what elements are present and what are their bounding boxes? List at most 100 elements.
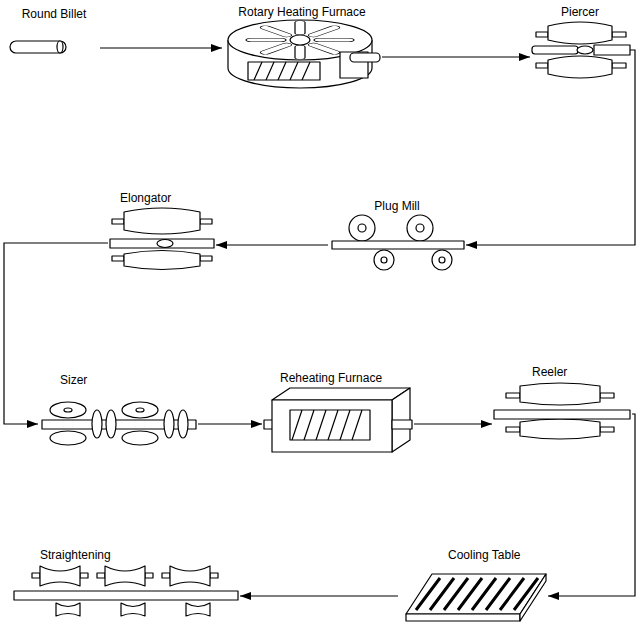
- reeler-drawing-part: [506, 393, 520, 398]
- rotary-furnace-drawing-part: [246, 38, 286, 42]
- sizer-drawing-part: [136, 408, 144, 412]
- sizer-drawing-part: [106, 410, 116, 438]
- straightening-drawing-part: [32, 573, 40, 578]
- round-billet-drawing-part: [10, 41, 66, 53]
- flow-arrow: [240, 595, 398, 596]
- flow-arrow: [216, 244, 328, 245]
- piercer-drawing-part: [536, 32, 548, 37]
- elongator-drawing-part: [112, 256, 124, 261]
- process-station: Rotary Heating Furnace: [222, 2, 382, 90]
- flow-arrow: [548, 414, 635, 596]
- rotary-furnace-drawing-part: [350, 53, 380, 62]
- elongator-drawing-part: [124, 251, 200, 270]
- reheating-furnace-drawing-part: [292, 410, 362, 440]
- elongator-drawing-part: [112, 219, 124, 224]
- station-label: Piercer: [561, 5, 599, 19]
- straightening-drawing-part: [105, 566, 145, 586]
- rotary-furnace-drawing-part: [246, 21, 354, 60]
- piercer-drawing-part: [612, 63, 626, 68]
- reheating-furnace-drawing-part: [272, 400, 392, 452]
- straightening-drawing: [14, 566, 238, 616]
- process-station: Elongator: [108, 188, 216, 274]
- straightening-drawing-part: [186, 603, 210, 616]
- station-label: Plug Mill: [374, 199, 419, 213]
- rotary-furnace-drawing-part: [254, 62, 310, 80]
- flow-arrow: [382, 56, 530, 57]
- round-billet-drawing: [10, 41, 66, 53]
- straightening-drawing-part: [210, 573, 218, 578]
- elongator-drawing-part: [200, 219, 212, 224]
- process-station: Reeler: [492, 362, 632, 444]
- reeler-drawing-part: [520, 383, 600, 405]
- cooling-table-drawing-part: [406, 614, 520, 621]
- piercer-drawing-part: [548, 22, 612, 44]
- flow-arrow: [466, 50, 635, 245]
- rotary-furnace-drawing: [228, 20, 380, 88]
- reheating-furnace-drawing: [264, 388, 412, 452]
- elongator-drawing-part: [157, 240, 173, 248]
- plug-mill-drawing-part: [439, 257, 445, 263]
- straightening-drawing-part: [170, 566, 210, 586]
- rotary-furnace-drawing-part: [258, 42, 293, 55]
- piercer-drawing-part: [612, 32, 626, 37]
- sizer-drawing-part: [122, 431, 158, 445]
- station-label: Elongator: [120, 191, 171, 205]
- station-label: Sizer: [60, 373, 87, 387]
- process-station: Plug Mill: [328, 196, 466, 272]
- reeler-drawing-part: [494, 410, 630, 419]
- plug-mill-drawing-part: [332, 241, 464, 249]
- sizer-drawing-part: [50, 402, 86, 418]
- rotary-furnace-drawing-part: [295, 21, 305, 35]
- piercer-drawing: [532, 22, 630, 78]
- plug-mill-drawing: [332, 215, 464, 270]
- process-station: Reheating Furnace: [262, 368, 414, 456]
- elongator-drawing-part: [124, 208, 200, 234]
- piercer-drawing-part: [577, 46, 593, 54]
- straightening-drawing-part: [97, 573, 105, 578]
- flow-arrow: [4, 243, 108, 424]
- station-label: Straightening: [40, 548, 111, 562]
- cooling-table-drawing: [406, 574, 546, 621]
- straightening-drawing-part: [80, 573, 88, 578]
- piercer-drawing-part: [532, 46, 578, 54]
- piercer-drawing-part: [594, 45, 630, 55]
- elongator-drawing: [110, 208, 214, 270]
- flow-arrow: [100, 47, 222, 48]
- sizer-drawing-part: [164, 410, 174, 438]
- elongator-drawing-part: [200, 256, 212, 261]
- cooling-table-drawing-part: [416, 578, 538, 610]
- reheating-furnace-drawing-part: [392, 420, 412, 429]
- sizer-drawing-part: [92, 410, 102, 438]
- station-label: Cooling Table: [448, 548, 521, 562]
- elongator-drawing-part: [110, 239, 214, 248]
- round-billet-drawing-part: [57, 41, 63, 53]
- piercer-drawing-part: [536, 63, 548, 68]
- process-station: Straightening: [12, 545, 240, 620]
- plug-mill-drawing-part: [349, 215, 375, 241]
- straightening-drawing-part: [162, 573, 170, 578]
- plug-mill-drawing-part: [381, 257, 387, 263]
- reheating-furnace-drawing-part: [290, 410, 370, 440]
- plug-mill-drawing-part: [358, 224, 366, 232]
- station-label: Reheating Furnace: [280, 371, 382, 385]
- plug-mill-drawing-part: [407, 215, 433, 241]
- process-station: Cooling Table: [398, 545, 548, 625]
- rotary-furnace-drawing-part: [290, 35, 310, 45]
- process-station: Sizer: [38, 370, 198, 446]
- plug-mill-drawing-part: [416, 224, 424, 232]
- rotary-furnace-drawing-part: [295, 45, 305, 59]
- rotary-furnace-drawing-part: [258, 25, 293, 38]
- reeler-drawing-part: [600, 427, 614, 432]
- plug-mill-drawing-part: [374, 250, 394, 270]
- reeler-drawing: [494, 383, 630, 439]
- rotary-furnace-drawing-part: [306, 25, 341, 38]
- rotary-furnace-drawing-part: [314, 38, 354, 42]
- station-label: Reeler: [532, 365, 567, 379]
- rotary-furnace-drawing-part: [248, 62, 320, 80]
- reeler-drawing-part: [600, 393, 614, 398]
- straightening-drawing-part: [121, 603, 145, 616]
- piercer-drawing-part: [548, 56, 612, 78]
- flow-arrow: [198, 423, 262, 424]
